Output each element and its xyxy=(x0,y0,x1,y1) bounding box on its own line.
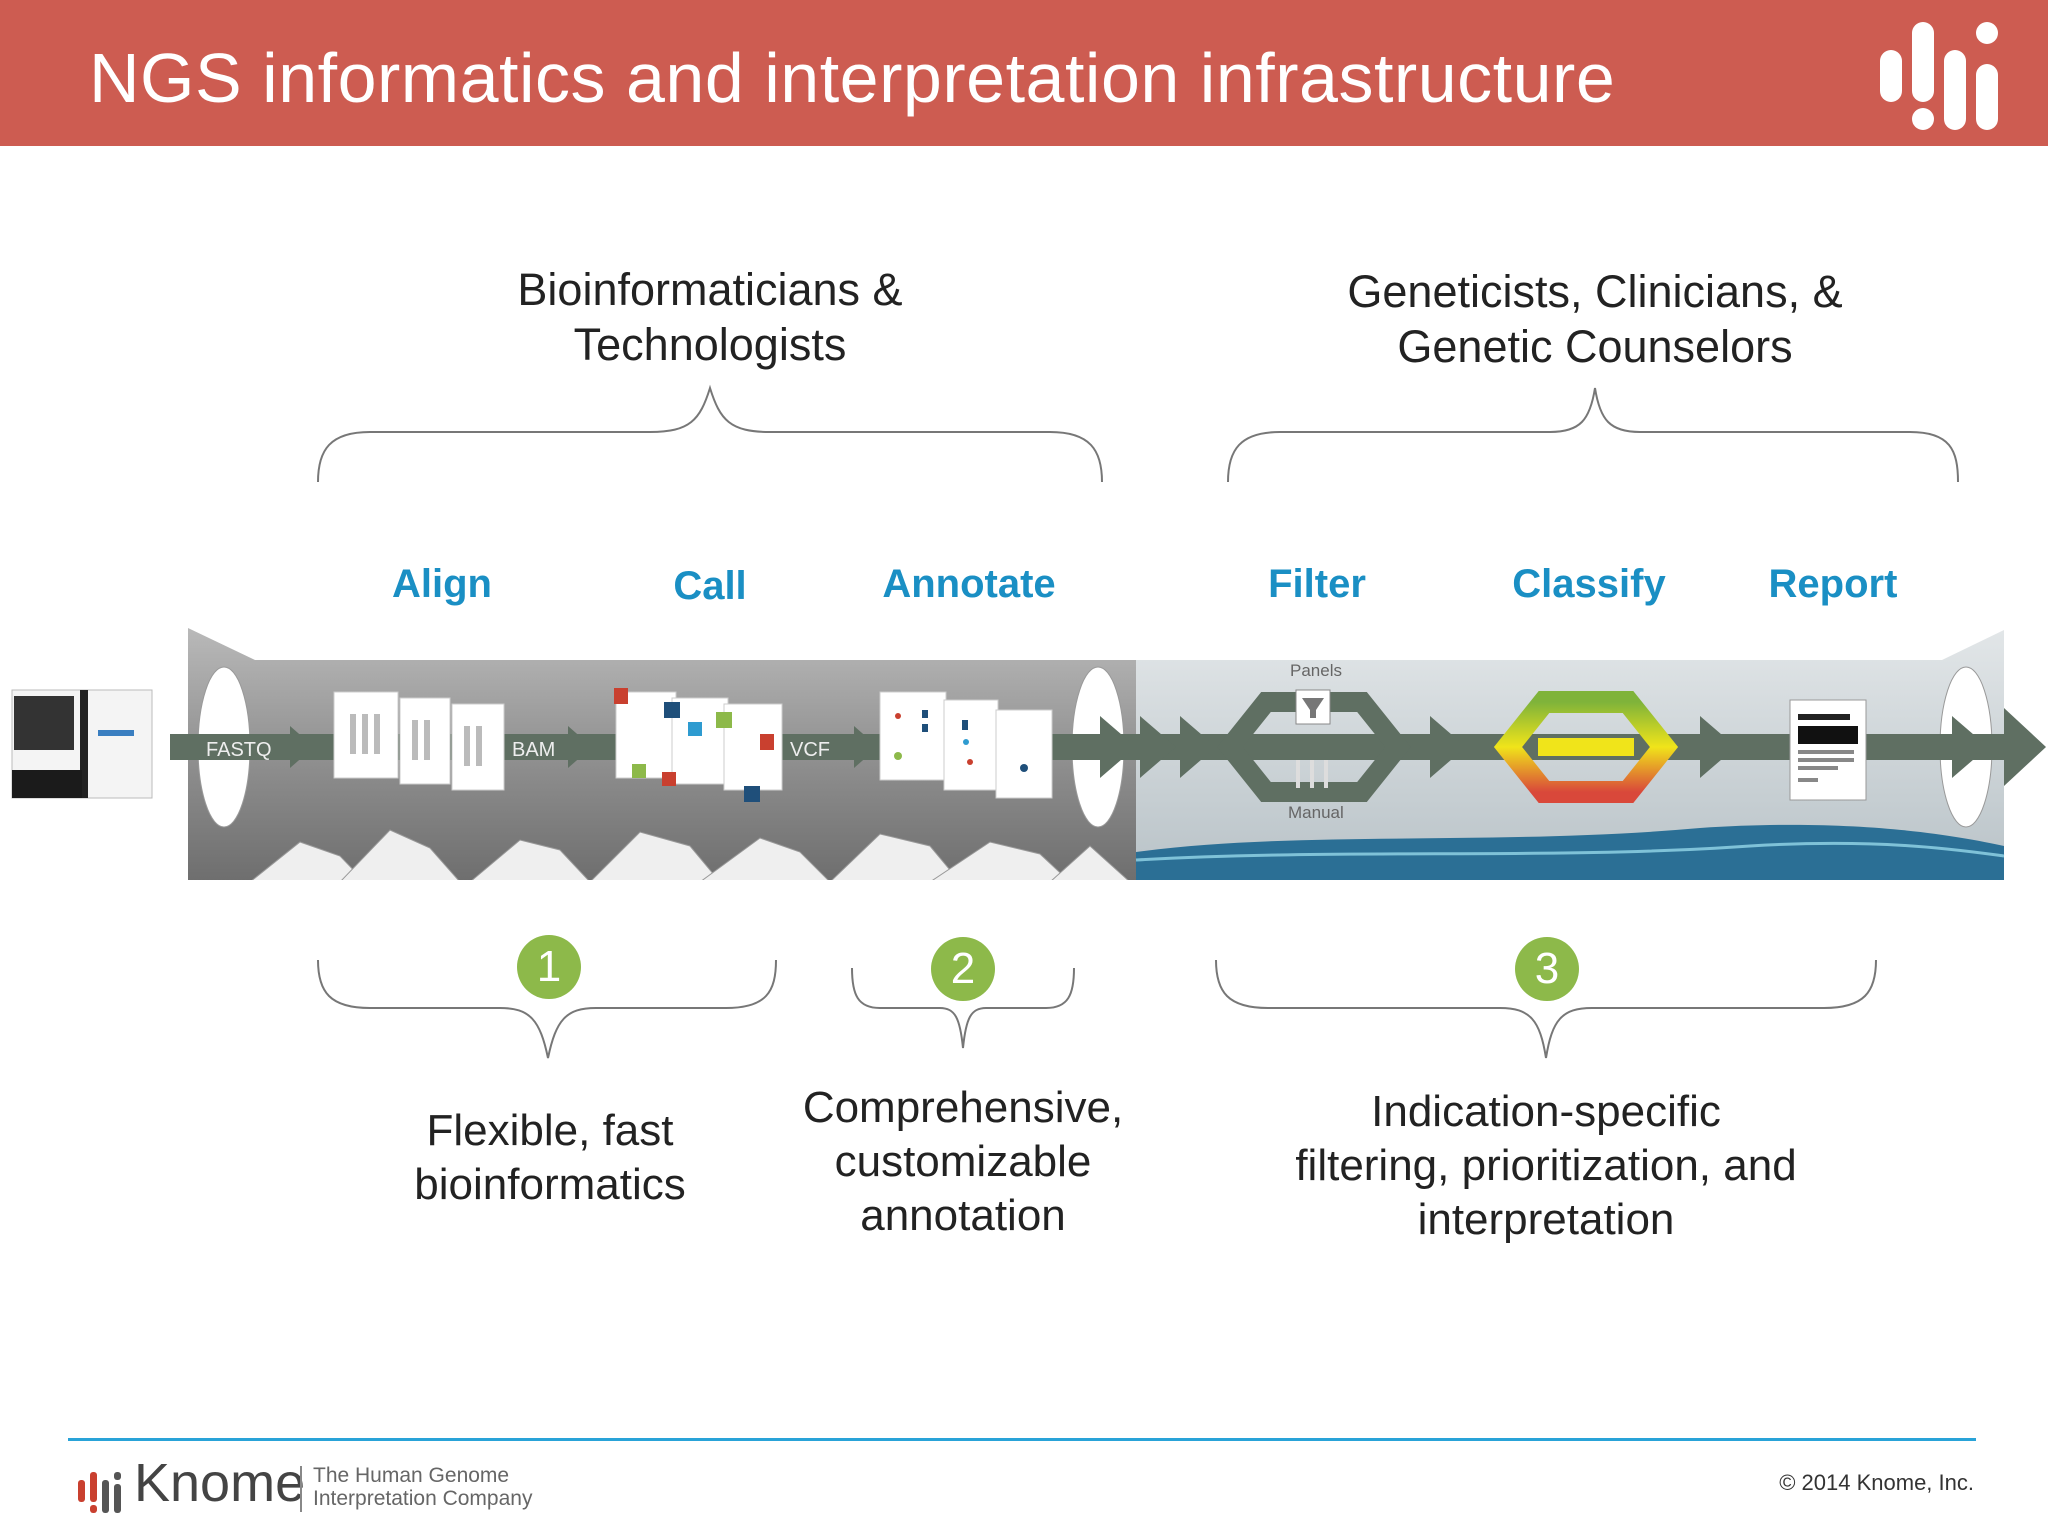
variant-markers xyxy=(614,688,774,802)
header-bar: NGS informatics and interpretation infra… xyxy=(0,0,2048,146)
footer-rule xyxy=(68,1438,1976,1441)
step-filter: Filter xyxy=(1268,562,1366,606)
step-report: Report xyxy=(1768,562,1898,606)
brace-2-bottom xyxy=(851,967,1075,1049)
label-fastq: FASTQ xyxy=(206,739,272,761)
badge-2: 2 xyxy=(931,937,995,1001)
classify-hexagon xyxy=(1493,691,1679,803)
brace-right-top xyxy=(1227,387,1959,483)
description-annotation: Comprehensive, customizable annotation xyxy=(802,1083,1124,1240)
description-interpretation: Indication-specific filtering, prioritiz… xyxy=(1295,1087,1797,1244)
footer-separator xyxy=(300,1466,302,1512)
step-align: Align xyxy=(392,562,492,606)
knome-footer-logo-icon xyxy=(78,1472,121,1513)
brace-1-bottom xyxy=(317,959,777,1059)
badge-3: 3 xyxy=(1515,937,1579,1001)
brace-left-top xyxy=(317,384,1103,483)
annotate-documents xyxy=(879,691,1053,799)
label-panels: Panels xyxy=(1290,661,1342,680)
footer-brand: Knome xyxy=(134,1453,306,1513)
step-call: Call xyxy=(673,564,747,608)
page-title: NGS informatics and interpretation infra… xyxy=(89,39,1616,117)
brace-3-bottom xyxy=(1215,959,1877,1059)
report-document xyxy=(1789,699,1867,801)
group-label-geneticists: Geneticists, Clinicians, & Genetic Couns… xyxy=(1347,266,1843,372)
badge-1: 1 xyxy=(517,935,581,999)
footer-copyright: © 2014 Knome, Inc. xyxy=(1779,1470,1974,1495)
description-bioinformatics: Flexible, fast bioinformatics xyxy=(414,1106,686,1209)
floor-shapes xyxy=(251,829,1129,880)
sequencer-icon xyxy=(11,689,153,799)
footer-tagline: The Human Genome Interpretation Company xyxy=(313,1464,533,1510)
group-label-bioinformaticians: Bioinformaticians & Technologists xyxy=(517,264,903,370)
top-braces xyxy=(317,384,1959,483)
call-documents xyxy=(615,691,783,791)
step-classify: Classify xyxy=(1512,562,1666,606)
label-vcf: VCF xyxy=(790,739,830,761)
filter-diverter xyxy=(1217,689,1411,802)
knome-logo-icon xyxy=(1876,18,2006,130)
label-manual: Manual xyxy=(1288,803,1344,822)
step-annotate: Annotate xyxy=(882,562,1056,606)
label-bam: BAM xyxy=(512,739,555,761)
pipeline-illustration: FASTQ BAM VCF xyxy=(11,628,2046,880)
bottom-braces xyxy=(317,959,1877,1059)
